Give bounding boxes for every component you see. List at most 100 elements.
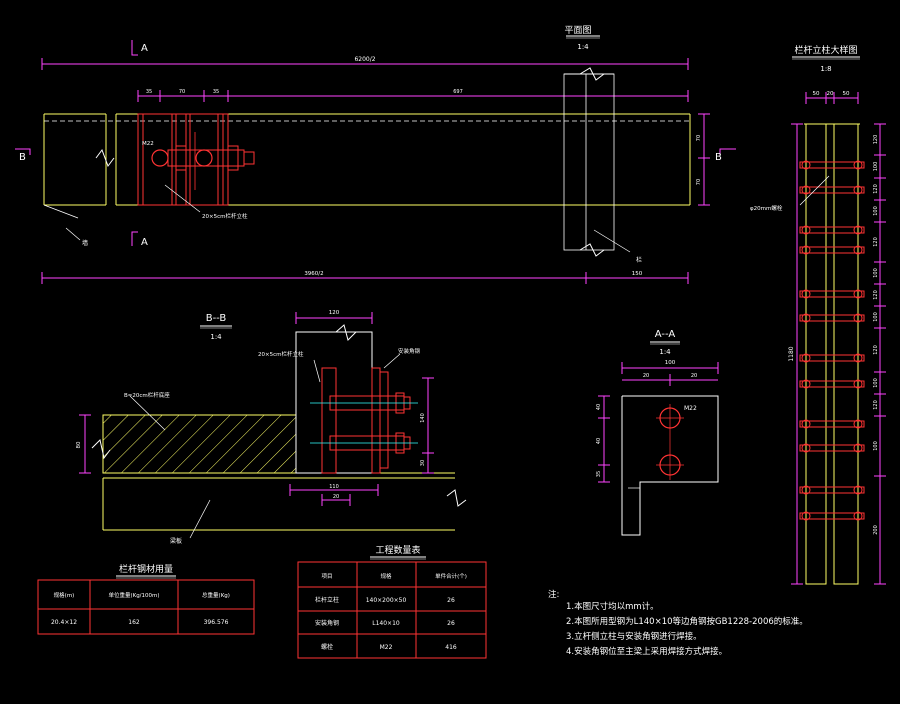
detail-hole-label: φ20mm螺栓	[750, 204, 783, 212]
detail-dim-right: 100	[873, 312, 879, 322]
detail-bolt	[799, 313, 865, 323]
plan-dim-4: 697	[453, 89, 463, 95]
detail-dim-right: 120	[873, 400, 879, 410]
quantity-table-title: 工程数量表	[375, 544, 420, 556]
section-b-marker-right: B	[715, 152, 722, 163]
steel-header-spec: 规格(m)	[54, 591, 75, 599]
steel-table-title: 栏杆钢材用量	[119, 563, 173, 575]
plan-view: 平面图 1:4 A A B B 6200/2 35 70 35 697	[15, 25, 736, 284]
plan-tube-label: 20×5cm栏杆立柱	[202, 212, 248, 220]
detail-dim-3: 50	[843, 91, 850, 97]
post-detail: 栏杆立柱大样图 1:8 50 20 50 1180 φ20mm螺栓 120 100…	[750, 44, 886, 585]
detail-dim-right: 100	[873, 441, 879, 451]
section-bb-tube-label: 20×5cm栏杆立柱	[258, 350, 304, 358]
detail-bolt	[799, 485, 865, 495]
plan-dim-total: 6200/2	[354, 56, 375, 63]
detail-bolt	[799, 419, 865, 429]
quantity-cell-r2-c2: L140×10	[372, 620, 400, 627]
plan-dim-bottom: 3960/2	[304, 271, 323, 277]
plan-bolt-head-2	[195, 149, 213, 167]
plan-right-label: 栏	[636, 256, 642, 264]
detail-bolt	[799, 160, 865, 170]
detail-dim-right: 200	[873, 525, 879, 535]
plan-dim-1: 35	[146, 89, 152, 95]
detail-bolt	[799, 511, 865, 521]
note-item: 1.本图尺寸均以mm计。	[566, 602, 659, 612]
section-aa-dim-top: 100	[665, 360, 676, 366]
plan-dim-3: 35	[213, 89, 219, 95]
section-bb-dim-right-1: 140	[420, 413, 426, 423]
section-a-marker-top: A	[141, 43, 148, 54]
notes-header: 注:	[548, 590, 560, 600]
steel-cell-spec: 20.4×12	[51, 619, 77, 626]
detail-dim-right: 120	[873, 237, 879, 247]
quantity-cell-r1-c2: 140×200×50	[366, 597, 407, 604]
plan-dim-right-end: 150	[632, 271, 643, 277]
detail-dim-right: 100	[873, 162, 879, 172]
quantity-cell-r3-c1: 螺栓	[321, 643, 333, 651]
note-item: 4.安装角钢位至主梁上采用焊接方式焊接。	[566, 647, 728, 657]
section-aa-bolt-label: M22	[684, 405, 697, 412]
detail-bolt	[799, 185, 865, 195]
section-bb-fill-label: B=20cm栏杆底座	[124, 391, 170, 399]
quantity-header-count: 单件合计(个)	[435, 572, 467, 580]
quantity-cell-r3-c3: 416	[445, 644, 457, 651]
detail-bolt-group	[799, 160, 865, 521]
section-b-marker-left: B	[19, 152, 26, 163]
plan-dim-right-1: 70	[696, 135, 702, 141]
detail-dim-right: 100	[873, 268, 879, 278]
detail-title: 栏杆立柱大样图	[794, 44, 857, 56]
plan-left-label: 墙	[82, 239, 88, 247]
quantity-header-spec: 规格	[380, 572, 392, 580]
section-a-marker-bottom: A	[141, 237, 148, 248]
steel-header-unit-weight: 单位重量(Kg/100m)	[108, 591, 159, 599]
quantity-cell-r2-c1: 安装角钢	[315, 619, 339, 627]
detail-scale: 1:8	[820, 65, 831, 73]
section-bb-steel-label: 安装角钢	[398, 347, 421, 355]
quantity-cell-r1-c3: 26	[447, 597, 455, 604]
section-aa-dim-left-1: 40	[596, 404, 602, 410]
detail-dim-right: 100	[873, 206, 879, 216]
section-aa: A--A 1:4 100 20 20 M22 40 40 35	[596, 329, 719, 536]
steel-header-total-weight: 总重量(Kg)	[202, 591, 230, 599]
detail-bolt	[799, 245, 865, 255]
section-bb-base-label: 梁板	[170, 537, 182, 545]
quantity-cell-r1-c1: 栏杆立柱	[315, 596, 339, 604]
section-bb-scale: 1:4	[210, 333, 222, 341]
steel-cell-total-weight: 396.576	[204, 619, 229, 626]
hatched-fill	[102, 414, 297, 474]
steel-cell-unit-weight: 162	[128, 619, 140, 626]
detail-bolt	[799, 289, 865, 299]
steel-usage-table: 栏杆钢材用量 规格(m) 单位重量(Kg/100m) 总重量(Kg) 20.4×…	[37, 563, 255, 635]
detail-bolt	[799, 443, 865, 453]
section-bb: B--B 1:4 梁板 80 B=20cm栏杆底座 120 20×5	[76, 310, 467, 545]
section-bb-dim-bottom-1: 110	[329, 484, 339, 490]
plan-scale: 1:4	[577, 43, 589, 51]
detail-dim-right: 120	[873, 290, 879, 300]
detail-dim-1: 50	[813, 91, 820, 97]
section-bb-title: B--B	[206, 313, 227, 324]
detail-dim-height: 1180	[788, 346, 795, 361]
plan-bolt-head-1	[151, 149, 169, 167]
detail-dim-right: 120	[873, 184, 879, 194]
section-bb-dim-bottom-2: 20	[333, 494, 339, 500]
plan-bolt-label: M22	[142, 141, 154, 147]
detail-bolt	[799, 225, 865, 235]
detail-dim-right: 120	[873, 135, 879, 145]
detail-right-dims: 120 100 120 100 120 100 120 100 120 100 120 100 200	[873, 123, 886, 585]
detail-dim-right: 120	[873, 345, 879, 355]
section-bb-dim-top: 120	[329, 310, 340, 316]
detail-dim-2: 20	[827, 91, 834, 97]
section-aa-dim-sub-1: 20	[643, 373, 649, 379]
plan-dim-2: 70	[179, 89, 185, 95]
plan-title: 平面图	[564, 25, 591, 36]
section-aa-dim-sub-2: 20	[691, 373, 697, 379]
quantity-table: 工程数量表 项目 规格 单件合计(个) 栏杆立柱 140×200×50 26 安…	[297, 544, 487, 659]
detail-bolt	[799, 353, 865, 363]
detail-dim-right: 100	[873, 378, 879, 388]
detail-bolt	[799, 379, 865, 389]
section-aa-scale: 1:4	[659, 348, 671, 356]
section-aa-title: A--A	[655, 329, 676, 340]
